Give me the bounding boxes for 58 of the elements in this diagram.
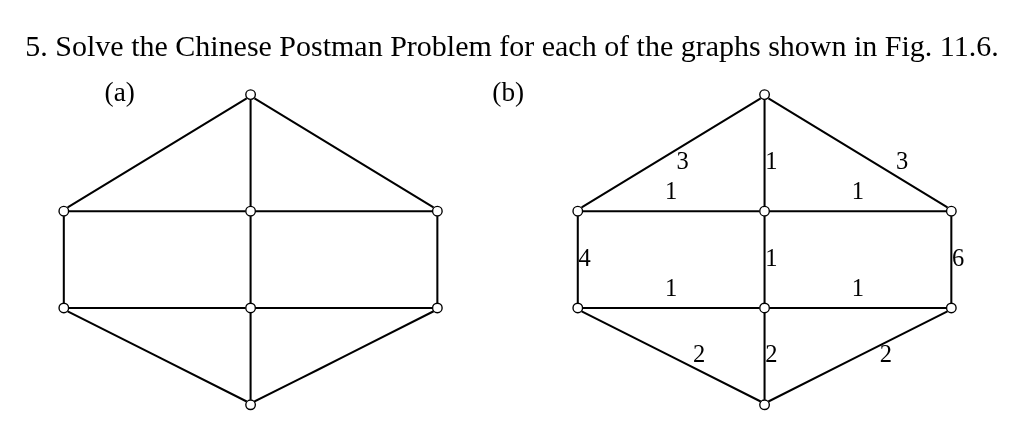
node-circle bbox=[245, 89, 257, 101]
connector bbox=[950, 216, 953, 304]
node-circle bbox=[945, 205, 957, 217]
node-circle bbox=[58, 205, 70, 217]
node-circle bbox=[245, 399, 257, 411]
edge-label: 1 bbox=[851, 177, 865, 205]
connector bbox=[255, 210, 433, 213]
edge-label: 2 bbox=[879, 340, 893, 368]
connector bbox=[576, 216, 579, 304]
node-circle bbox=[759, 399, 770, 411]
connector bbox=[436, 216, 439, 304]
connector bbox=[768, 310, 948, 403]
connector bbox=[582, 306, 760, 309]
connector bbox=[763, 312, 766, 400]
edge-label: 4 bbox=[578, 243, 591, 271]
connector bbox=[582, 210, 760, 213]
node-circle bbox=[759, 89, 770, 101]
connector bbox=[253, 310, 435, 403]
diagram-title: 5. Solve the Chinese Postman Problem for each of the graphs shown in Fig. 11.6. bbox=[25, 28, 999, 62]
connector bbox=[581, 310, 762, 403]
node-circle bbox=[759, 205, 770, 217]
label: (a) bbox=[104, 77, 135, 108]
edge-label: 1 bbox=[665, 177, 678, 205]
node-circle bbox=[431, 302, 443, 314]
edge-label: 1 bbox=[851, 274, 865, 302]
connector bbox=[763, 99, 766, 207]
connector bbox=[249, 312, 252, 400]
connector bbox=[67, 310, 248, 403]
edge-label: 2 bbox=[765, 340, 778, 368]
connector bbox=[67, 97, 248, 209]
node-circle bbox=[245, 302, 257, 314]
edge-label: 3 bbox=[676, 146, 689, 174]
edge-label: 6 bbox=[952, 243, 965, 271]
node-circle bbox=[58, 302, 70, 314]
connector bbox=[249, 216, 252, 304]
edge-label: 1 bbox=[665, 274, 678, 302]
connector bbox=[763, 216, 766, 304]
node-circle bbox=[572, 205, 584, 217]
node-circle bbox=[572, 302, 584, 314]
connector bbox=[68, 306, 246, 309]
connector bbox=[769, 306, 947, 309]
node-circle bbox=[245, 205, 257, 217]
edge-label: 2 bbox=[692, 340, 706, 368]
connector bbox=[581, 97, 762, 209]
node-circle bbox=[431, 205, 443, 217]
node-circle bbox=[759, 302, 770, 314]
connector bbox=[68, 210, 246, 213]
connector bbox=[249, 99, 252, 207]
label: (b) bbox=[492, 77, 525, 108]
connector bbox=[767, 97, 948, 209]
connector bbox=[255, 306, 433, 309]
edge-label: 3 bbox=[896, 146, 909, 174]
connector bbox=[253, 97, 434, 209]
node-circle bbox=[945, 302, 957, 314]
edge-label: 1 bbox=[765, 146, 778, 174]
connector bbox=[62, 216, 65, 304]
connector bbox=[769, 210, 947, 213]
edge-label: 1 bbox=[765, 243, 778, 271]
